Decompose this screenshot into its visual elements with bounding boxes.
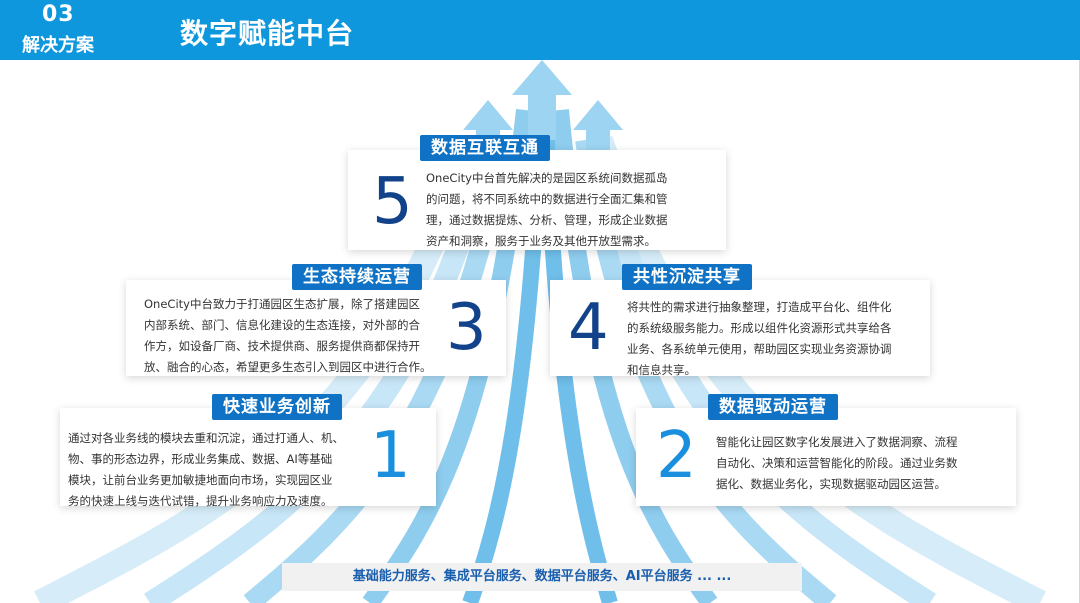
card-5-line: OneCity中台首先解决的是园区系统间数据孤岛 (426, 168, 718, 189)
footer-services-text: 基础能力服务、集成平台服务、数据平台服务、AI平台服务 ... ... (282, 563, 802, 591)
card-1-number: 1 (370, 424, 411, 488)
card-4-description: 将共性的需求进行抽象整理，打造成平台化、组件化 的系统级服务能力。形成以组件化资… (627, 297, 923, 381)
card-3-description: OneCity中台致力于打通园区生态扩展，除了搭建园区 内部系统、部门、信息化建… (144, 294, 444, 378)
card-4-number: 4 (568, 296, 609, 360)
card-5-line: 的问题，将不同系统中的数据进行全面汇集和管 (426, 189, 718, 210)
card-2-line: 自动化、决策和运营智能化的阶段。通过业务数 (716, 453, 1010, 474)
card-1-line: 模块，让前台业务更加敏捷地面向市场，实现园区业 (68, 470, 368, 491)
card-4-line: 将共性的需求进行抽象整理，打造成平台化、组件化 (627, 297, 923, 318)
card-5-number: 5 (372, 170, 413, 234)
card-2-number: 2 (656, 424, 697, 488)
card-5-line: 资产和洞察，服务于业务及其他开放型需求。 (426, 231, 718, 252)
card-2-badge: 数据驱动运营 (708, 394, 838, 420)
card-5-line: 理，通过数据提炼、分析、管理，形成企业数据 (426, 210, 718, 231)
card-1-line: 物、事的形态边界，形成业务集成、数据、AI等基础 (68, 449, 368, 470)
card-3-line: OneCity中台致力于打通园区生态扩展，除了搭建园区 (144, 294, 444, 315)
card-2-line: 智能化让园区数字化发展进入了数据洞察、流程 (716, 432, 1010, 453)
card-1-badge: 快速业务创新 (212, 394, 342, 420)
card-4-line: 和信息共享。 (627, 360, 923, 381)
card-5-description: OneCity中台首先解决的是园区系统间数据孤岛 的问题，将不同系统中的数据进行… (426, 168, 718, 252)
card-3-number: 3 (446, 296, 487, 360)
card-3-line: 作方，如设备厂商、技术提供商、服务提供商都保持开 (144, 336, 444, 357)
card-5-badge: 数据互联互通 (420, 135, 550, 161)
card-1-line: 通过对各业务线的模块去重和沉淀，通过打通人、机、 (68, 428, 368, 449)
card-1-line: 务的快速上线与迭代试错，提升业务响应力及速度。 (68, 491, 368, 512)
card-4-badge: 共性沉淀共享 (622, 264, 752, 290)
card-3-line: 放、融合的心态，希望更多生态引入到园区中进行合作。 (144, 357, 444, 378)
card-4-line: 业务、各系统单元使用，帮助园区实现业务资源协调 (627, 339, 923, 360)
card-3-badge: 生态持续运营 (292, 264, 422, 290)
card-3-line: 内部系统、部门、信息化建设的生态连接，对外部的合 (144, 315, 444, 336)
card-4-line: 的系统级服务能力。形成以组件化资源形式共享给各 (627, 318, 923, 339)
card-1-description: 通过对各业务线的模块去重和沉淀，通过打通人、机、 物、事的形态边界，形成业务集成… (68, 428, 368, 512)
card-2-description: 智能化让园区数字化发展进入了数据洞察、流程 自动化、决策和运营智能化的阶段。通过… (716, 432, 1010, 495)
card-2-line: 据化、数据业务化，实现数据驱动园区运营。 (716, 474, 1010, 495)
